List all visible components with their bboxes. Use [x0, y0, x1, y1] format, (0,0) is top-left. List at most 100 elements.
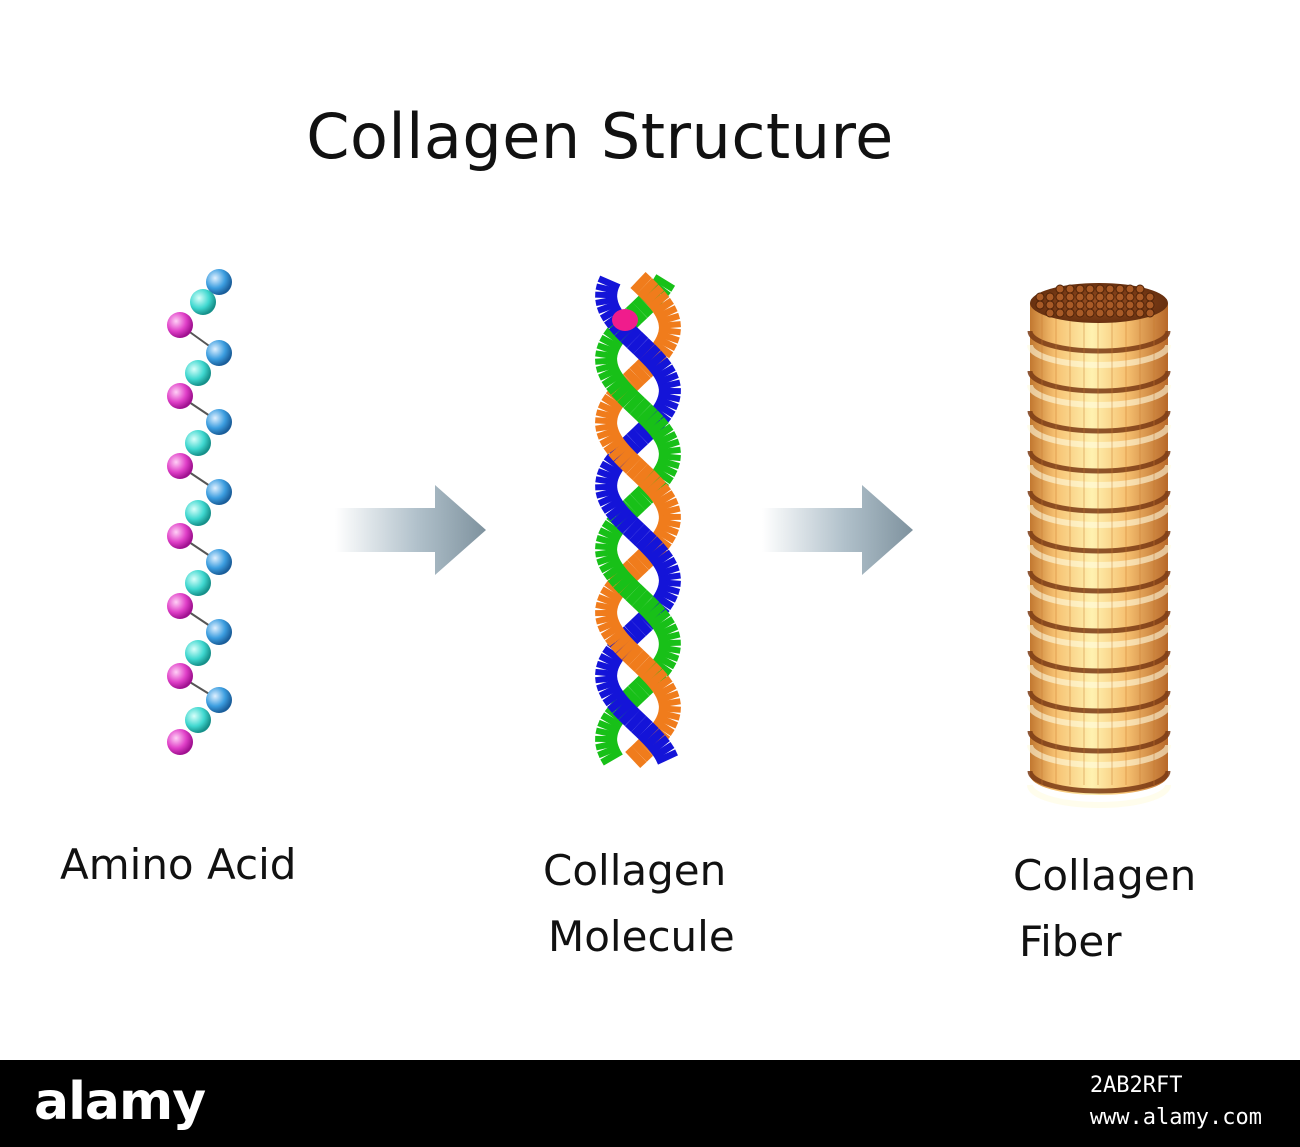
strand-blue-segment — [646, 542, 669, 564]
fiber-band — [1027, 490, 1171, 514]
bead-cyan — [185, 640, 211, 666]
strand-blue-segment — [657, 583, 681, 595]
bead-blue — [206, 340, 232, 366]
strand-green-segment — [595, 535, 619, 547]
strand-blue-segment — [596, 678, 620, 692]
strand-orange-segment — [657, 312, 681, 326]
strand-orange-segment — [631, 740, 653, 762]
strand-blue-segment — [639, 344, 661, 366]
fibril-end — [1055, 292, 1065, 302]
strand-green-segment — [600, 748, 623, 766]
strand-green-segment — [595, 543, 618, 551]
strand-orange-segment — [613, 446, 636, 468]
strand-green-segment — [652, 616, 675, 634]
bead-pink — [167, 453, 193, 479]
strand-blue-segment — [624, 710, 647, 732]
fibril-end — [1065, 308, 1075, 318]
strand-orange-segment — [632, 464, 654, 486]
strand-green-segment — [611, 380, 634, 402]
strand-blue-segment — [653, 400, 676, 418]
strand-green-segment — [658, 446, 681, 456]
strand-orange-segment — [622, 644, 644, 666]
fibril-end — [1075, 308, 1085, 318]
fibril-end — [1145, 292, 1155, 302]
strand-blue-segment — [616, 512, 639, 534]
strand-orange-segment — [623, 368, 645, 390]
label-collagen-fiber: Collagen Fiber — [1013, 843, 1196, 975]
fibril-end — [1125, 300, 1135, 310]
strand-orange-segment — [630, 272, 652, 294]
bead-blue — [206, 549, 232, 575]
strand-blue-segment — [597, 275, 621, 291]
strand-orange-segment — [595, 613, 619, 625]
strand-green-segment — [652, 274, 676, 292]
strand-orange-segment — [597, 594, 620, 608]
fibril-end — [1095, 308, 1105, 318]
strand-blue-segment — [652, 742, 675, 760]
strand-orange-segment — [652, 490, 676, 508]
strand-blue-segment — [602, 687, 625, 707]
strand-green-segment — [596, 342, 620, 356]
fiber-band — [1027, 370, 1171, 394]
strand-orange-segment — [647, 291, 670, 311]
fibril-end — [1045, 292, 1055, 302]
bead-cyan — [185, 360, 211, 386]
collagen-triple-helix — [595, 272, 681, 769]
fiber-highlight — [1027, 744, 1171, 768]
fiber-highlight — [1027, 624, 1171, 648]
fibril-end — [1055, 284, 1065, 294]
strand-orange-segment — [656, 522, 679, 536]
strand-blue-segment — [655, 587, 678, 603]
label-amino-acid: Amino Acid — [60, 832, 296, 898]
strand-blue-segment — [624, 619, 646, 643]
fiber-band — [1027, 570, 1171, 594]
bead-cyan — [185, 570, 211, 596]
strand-blue-segment — [657, 379, 681, 391]
fibril-end — [1085, 284, 1095, 294]
image-id-block: 2AB2RFT www.alamy.com — [1090, 1070, 1262, 1134]
strand-orange-segment — [595, 409, 619, 421]
strand-blue-segment — [595, 674, 618, 684]
arrow-right-2 — [762, 485, 913, 575]
strand-orange-segment — [627, 553, 649, 577]
fiber-band — [1027, 690, 1171, 714]
strand-orange-segment — [626, 458, 648, 480]
strand-blue-segment — [596, 300, 620, 314]
strand-blue-segment — [601, 496, 624, 514]
strand-orange-segment — [595, 422, 618, 432]
strand-green-segment — [602, 561, 626, 581]
fiber-highlight — [1027, 784, 1171, 808]
strand-blue-segment — [654, 556, 677, 574]
fibril-end — [1065, 284, 1075, 294]
strand-blue-segment — [653, 364, 676, 382]
fibril-end — [1085, 292, 1095, 302]
strand-blue-segment — [657, 391, 681, 403]
fibril-end — [1065, 292, 1075, 302]
amino-acid-chain — [167, 269, 232, 755]
fiber-band — [1027, 770, 1171, 794]
strand-green-segment — [630, 487, 652, 511]
strand-orange-segment — [599, 430, 623, 448]
strand-blue-segment — [607, 693, 630, 713]
fibril-end — [1075, 284, 1085, 294]
strand-blue-segment — [651, 592, 675, 610]
strand-orange-segment — [629, 361, 651, 385]
bead-cyan — [185, 500, 211, 526]
fiber-highlight — [1027, 544, 1171, 568]
strand-blue-segment — [602, 645, 625, 665]
strand-green-segment — [601, 370, 624, 388]
fibril-end — [1115, 300, 1125, 310]
fibril-end — [1105, 292, 1115, 302]
bead-cyan — [185, 430, 211, 456]
strand-green-segment — [653, 652, 677, 670]
fibril-end — [1145, 300, 1155, 310]
fibril-end — [1115, 284, 1125, 294]
strand-blue-segment — [637, 722, 659, 744]
strand-green-segment — [619, 578, 641, 600]
strand-orange-segment — [600, 622, 624, 640]
strand-orange-segment — [604, 627, 628, 647]
strand-blue-segment — [631, 716, 653, 738]
fibril-end — [1075, 300, 1085, 310]
strand-green-segment — [600, 712, 623, 730]
fibril-end — [1045, 300, 1055, 310]
